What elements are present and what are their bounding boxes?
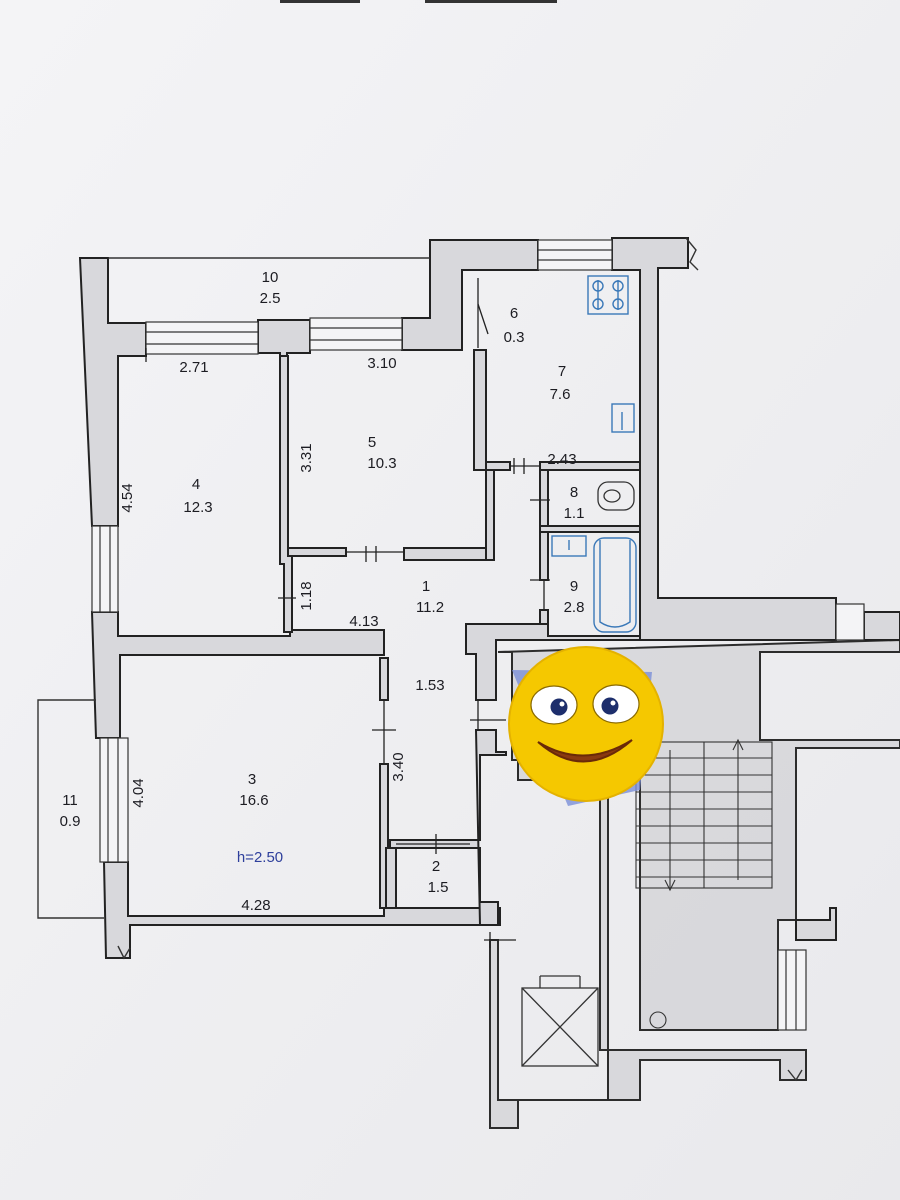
dimension-labels: 2.71 3.10 2.43 4.13 1.53 4.28 3.31 4.54 … xyxy=(119,355,577,914)
room-number: 2 xyxy=(432,858,440,875)
room-area: 11.2 xyxy=(416,599,444,616)
window-room4-side xyxy=(91,525,119,613)
wall-left-lower xyxy=(102,861,501,959)
wall-room4-room5 xyxy=(279,355,293,633)
room-area: 2.8 xyxy=(564,599,585,616)
stove-icon xyxy=(587,275,629,315)
wall-top-right xyxy=(611,237,837,641)
bathtub-icon xyxy=(593,537,637,633)
washbasin-icon xyxy=(551,535,587,557)
dimension-label: 3.10 xyxy=(367,355,396,372)
dimension-label: 3.31 xyxy=(298,443,315,472)
wall-far-right-stub xyxy=(863,611,900,641)
dimension-label: 3.40 xyxy=(390,752,407,781)
wall-room5-bottom-left xyxy=(287,547,347,557)
elevator-shaft xyxy=(521,975,599,1067)
door-marks xyxy=(145,278,550,948)
wall-corridor-right xyxy=(485,469,495,561)
break-mark xyxy=(685,237,699,271)
room-number: 3 xyxy=(248,771,256,788)
smiley-face-icon xyxy=(508,646,664,806)
window-kitchen xyxy=(537,239,613,271)
room-area: 2.5 xyxy=(260,290,281,307)
staircase xyxy=(635,738,773,1029)
room-number: 1 xyxy=(422,578,430,595)
ceiling-height-note: h=2.50 xyxy=(237,849,283,866)
room-area: 10.3 xyxy=(367,455,396,472)
room-number: 8 xyxy=(570,484,578,501)
wall-room2-left xyxy=(385,847,397,909)
room-number: 5 xyxy=(368,434,376,451)
wall-room5-room7 xyxy=(473,349,487,471)
room-area: 16.6 xyxy=(239,792,268,809)
room-number: 4 xyxy=(192,476,200,493)
room-area: 0.9 xyxy=(60,813,81,830)
wall-room3-right-upper xyxy=(379,657,389,701)
windows xyxy=(91,239,865,1031)
window-stair-lower xyxy=(777,949,807,1031)
dimension-label: 1.53 xyxy=(415,677,444,694)
room-area: 1.5 xyxy=(428,879,449,896)
wall-room7-bottom-left xyxy=(485,461,511,471)
dimension-label: 4.54 xyxy=(119,483,136,512)
break-mark xyxy=(787,1069,803,1082)
room-area: 1.1 xyxy=(564,505,585,522)
break-mark xyxy=(117,945,131,960)
outline-lines xyxy=(37,237,803,1082)
wall-wc-left xyxy=(539,469,549,527)
dimension-label: 4.28 xyxy=(241,897,270,914)
dimension-label: 1.18 xyxy=(298,581,315,610)
wall-pier xyxy=(257,319,311,361)
window-room4 xyxy=(145,321,259,355)
room-number: 6 xyxy=(510,305,518,322)
toilet-icon xyxy=(597,481,635,511)
drain-mark xyxy=(649,1011,667,1029)
wall-bath-left xyxy=(539,531,549,581)
room-number: 9 xyxy=(570,578,578,595)
room-number: 7 xyxy=(558,363,566,380)
wall-stair-right-notch xyxy=(795,907,837,941)
sink-icon xyxy=(611,403,635,433)
fixtures xyxy=(551,275,637,633)
window-room3-side xyxy=(99,737,129,863)
wall-room7-bottom-right xyxy=(539,461,641,471)
window-stair-right xyxy=(835,603,865,641)
dimension-label: 4.04 xyxy=(130,778,147,807)
paper-edge-mark xyxy=(280,0,360,3)
room-area: 0.3 xyxy=(504,329,525,346)
paper-edge-mark xyxy=(425,0,557,3)
dimension-label: 2.43 xyxy=(547,451,576,468)
wall-entry-top xyxy=(465,623,641,701)
window-room5 xyxy=(309,317,403,351)
dimension-label: 4.13 xyxy=(349,613,378,630)
room-area: 7.6 xyxy=(550,386,571,403)
wall-wc-bath xyxy=(539,525,641,533)
room-number: 11 xyxy=(62,792,78,809)
room-labels: 10 2.5 6 0.3 7 7.6 5 10.3 4 12.3 8 1.1 9… xyxy=(60,269,585,896)
room-area: 12.3 xyxy=(183,499,212,516)
wall-room5-bottom-right xyxy=(403,547,495,561)
room-number: 10 xyxy=(262,269,279,286)
loggia-outline xyxy=(37,699,104,919)
wall-entry-right xyxy=(389,729,507,926)
dimension-label: 2.71 xyxy=(179,359,208,376)
